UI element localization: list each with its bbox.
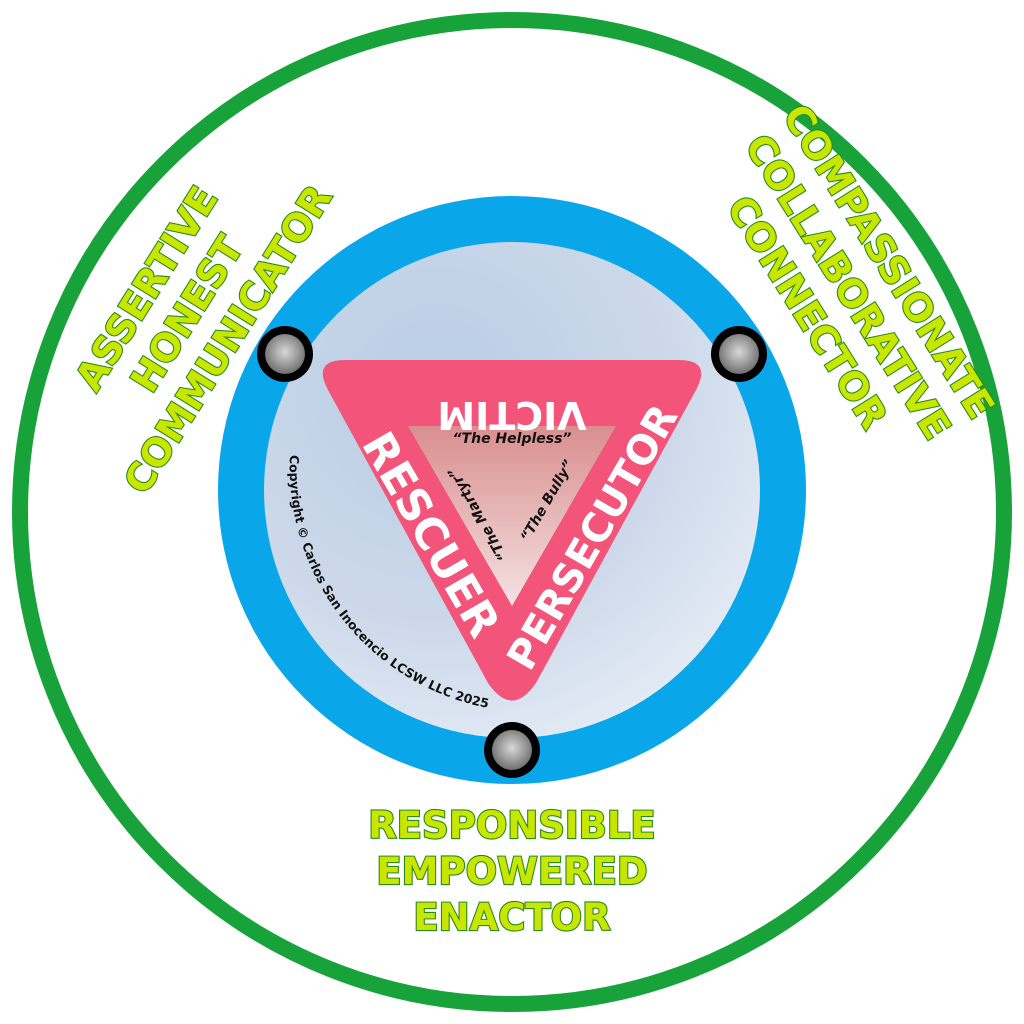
- responsible-line-1: RESPONSIBLE: [368, 804, 655, 847]
- pivot-node-icon: [257, 326, 313, 382]
- responsible-line-2: EMPOWERED: [376, 850, 647, 893]
- pivot-node-icon: [484, 722, 540, 778]
- responsible-line-3: ENACTOR: [413, 896, 610, 939]
- inner-triangle: [408, 426, 616, 606]
- helpless-label: “The Helpless”: [453, 431, 572, 447]
- responsible-label-group: RESPONSIBLE EMPOWERED ENACTOR: [367, 803, 657, 940]
- victim-label: VICTIM: [437, 393, 586, 437]
- pivot-node-icon: [711, 326, 767, 382]
